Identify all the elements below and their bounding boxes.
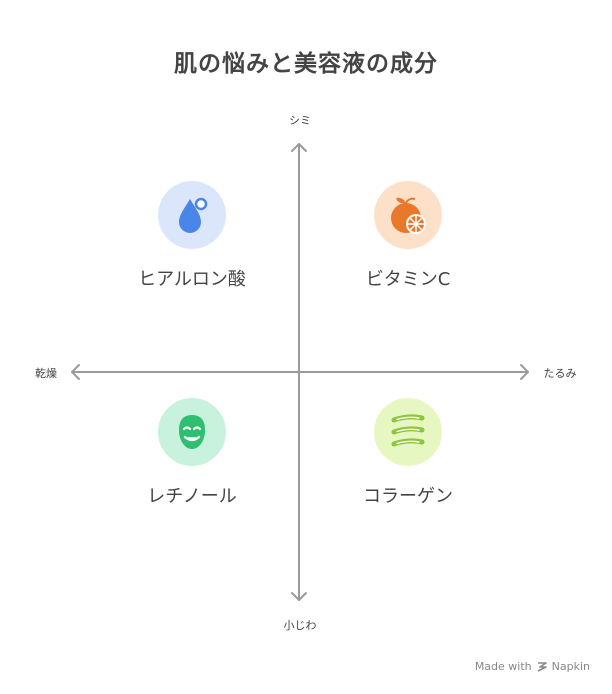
axis-label-top: シミ xyxy=(289,114,311,127)
icon-badge xyxy=(158,398,226,466)
icon-badge xyxy=(374,398,442,466)
quadrant-label: ビタミンC xyxy=(365,269,451,290)
quadrant-bottom-right: コラーゲン xyxy=(323,398,493,508)
made-with-text: Made with xyxy=(474,660,532,673)
arrow-up-icon xyxy=(291,143,307,152)
arrow-down-icon xyxy=(291,592,307,601)
axis-label-right: たるみ xyxy=(543,367,577,380)
icon-badge xyxy=(158,181,226,249)
face-mask-icon xyxy=(179,415,205,449)
diagram-title: 肌の悩みと美容液の成分 xyxy=(174,51,438,77)
axis-label-bottom: 小じわ xyxy=(283,619,317,632)
arrow-right-icon xyxy=(520,364,529,380)
collagen-strands-icon xyxy=(391,414,425,447)
axis-label-left: 乾燥 xyxy=(35,367,57,380)
napkin-brand-text: Napkin xyxy=(551,660,590,673)
quadrant-label: レチノール xyxy=(147,486,237,507)
orange-icon xyxy=(391,197,426,234)
quadrant-label: コラーゲン xyxy=(363,486,453,507)
icon-badge xyxy=(374,181,442,249)
quadrant-top-right: ビタミンC xyxy=(323,181,493,291)
arrow-left-icon xyxy=(71,364,80,380)
quadrant-bottom-left: レチノール xyxy=(107,398,277,508)
quadrant-top-left: ヒアルロン酸 xyxy=(107,181,277,291)
made-with-napkin-credit[interactable]: Made with Napkin xyxy=(475,660,590,673)
quadrant-label: ヒアルロン酸 xyxy=(138,269,246,290)
napkin-logo-icon xyxy=(537,661,547,672)
water-drop-icon xyxy=(179,197,208,233)
